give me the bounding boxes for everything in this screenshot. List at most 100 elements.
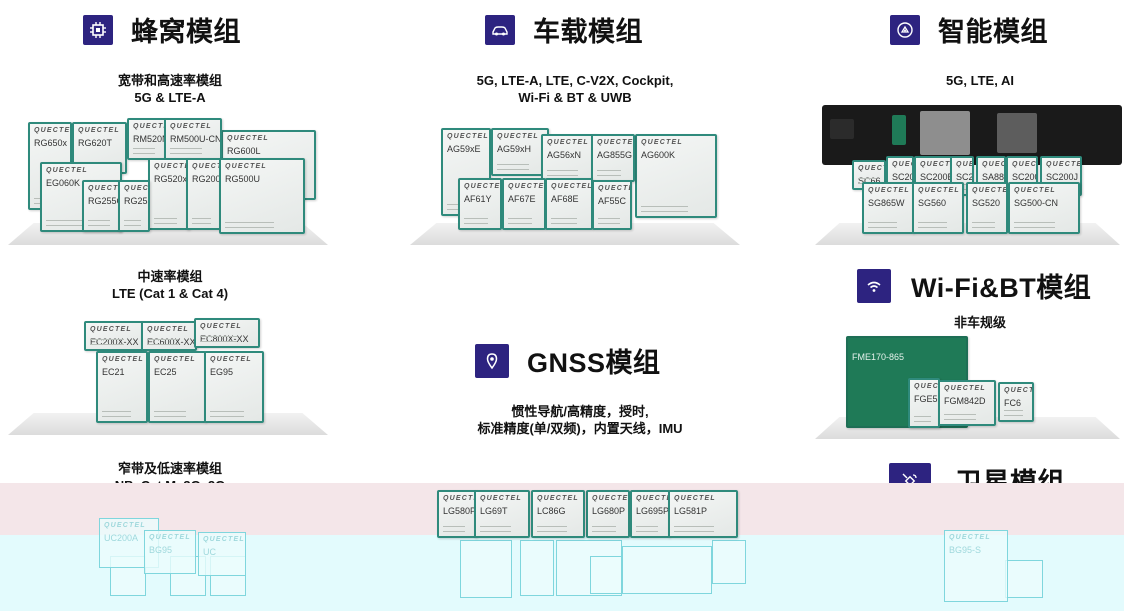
smart-caption: 5G, LTE, AI (900, 72, 1060, 89)
brand-label: QUECTEL (88, 185, 120, 192)
module-model-label: AF61Y (464, 194, 492, 204)
brand-label: QUECTEL (227, 135, 269, 142)
module-model-label: LG580P (443, 506, 477, 516)
brand-label: QUECTEL (78, 127, 120, 134)
module-model-label: UC200A (104, 533, 139, 543)
module-model-label: EC800X-XX (200, 334, 249, 344)
brand-label: QUECTEL (464, 183, 502, 190)
module-fine-print (1004, 410, 1024, 416)
module-chip: QUECTEL FGM842D (938, 380, 996, 426)
brand-label: QUECTEL (1014, 187, 1056, 194)
module-fine-print (914, 416, 931, 422)
mid-speed-line1: 中速率模组 (137, 269, 203, 284)
module-fine-print (464, 218, 488, 224)
location-pin-icon (475, 343, 509, 378)
module-chip: QUECTELFC6 (998, 382, 1034, 422)
module-fine-print (102, 411, 131, 417)
brand-label: QUECTEL (447, 133, 489, 140)
module-chip: QUECTELSG520 (966, 182, 1008, 234)
module-model-label: FGM842D (944, 396, 986, 406)
module-fine-print (868, 222, 897, 228)
module-model-label: RG520x (154, 174, 188, 184)
brand-label: QUECTEL (34, 127, 72, 134)
wifi-bt-title: Wi-Fi&BT模组 (911, 273, 1092, 303)
module-model-label: AG600K (641, 150, 676, 160)
board-connector (892, 115, 906, 145)
module-fine-print (592, 526, 616, 532)
module-model-label: EC21 (102, 367, 125, 377)
cellular-title: 蜂窝模组 (131, 17, 241, 47)
brand-label: QUECTEL (154, 356, 196, 363)
low-speed-line1: 窄带及低速率模组 (117, 461, 222, 476)
module-fine-print (1014, 222, 1055, 228)
module-chip: QUECTEL EC200X-XX (84, 321, 144, 351)
module-chip: QUECTELRG255C-GL (82, 180, 122, 232)
module-model-label: AG59xH (497, 144, 532, 154)
module-model-label: SC66 (858, 176, 881, 186)
brand-label: QUECTEL (597, 139, 635, 146)
brand-label: QUECTEL (641, 139, 683, 146)
brand-label: QUECTEL (90, 326, 132, 333)
automotive-line2: Wi-Fi & BT & UWB (518, 90, 632, 105)
cellular-header: 蜂窝模组 (83, 10, 241, 49)
brand-label: QUECTEL (551, 183, 593, 190)
module-model-label: SA885-W (982, 172, 1005, 182)
automotive-caption: 5G, LTE-A, LTE, C-V2X, Cockpit, Wi-Fi & … (445, 72, 705, 106)
module-model-label: SC200J (1046, 172, 1079, 182)
module-fine-print (210, 411, 244, 417)
module-model-label: SG500-CN (1014, 198, 1059, 208)
module-chip: QUECTELFGE576Q (908, 378, 940, 428)
module-model-label: LG680P (592, 506, 626, 516)
module-chip: QUECTEL AG600K (635, 134, 717, 218)
wifi-bt-header: Wi-Fi&BT模组 (857, 266, 1091, 305)
brand-label: QUECTEL (547, 139, 589, 146)
module-fine-print (46, 220, 93, 226)
module-fine-print (547, 170, 579, 176)
brand-label: QUECTEL (972, 187, 1008, 194)
brand-label: QUECTEL (956, 161, 974, 168)
module-model-label: SC200E (920, 172, 952, 182)
module-model-label: RG200U-CN (192, 174, 220, 184)
brand-label: QUECTEL (508, 183, 546, 190)
module-model-label: LC86G (537, 506, 566, 516)
module-model-label: RG620T (78, 138, 113, 148)
automotive-header: 车载模组 (485, 10, 643, 49)
module-fine-print (90, 339, 124, 345)
module-fine-print (192, 218, 212, 224)
gnss-title: GNSS模组 (527, 348, 661, 378)
module-fine-print (170, 148, 203, 154)
module-chip: QUECTELLG695P (630, 490, 670, 538)
board-chip (997, 113, 1037, 153)
brand-label: QUECTEL (497, 133, 539, 140)
brand-label: QUECTEL (170, 123, 212, 130)
module-fine-print (480, 526, 512, 532)
module-fine-print (551, 218, 578, 224)
module-model-label: EC200X-XX (90, 337, 139, 347)
brand-label: QUECTEL (147, 326, 189, 333)
module-fine-print (508, 218, 532, 224)
brand-label: QUECTEL (154, 163, 188, 170)
brand-label: QUECTEL (892, 161, 912, 168)
module-chip: QUECTELAF55C (592, 180, 632, 230)
brand-label: QUECTEL (46, 167, 88, 174)
module-model-label: FME170-865 (852, 352, 905, 362)
faded-module-outline (590, 556, 622, 594)
brand-label: QUECTEL (944, 385, 986, 392)
brand-label: QUECTEL (598, 185, 630, 192)
module-fine-print (133, 148, 155, 154)
brand-label: QUECTEL (443, 495, 475, 502)
brand-label: QUECTEL (104, 522, 146, 529)
module-model-label: LG581P (674, 506, 708, 516)
brand-label: QUECTEL (914, 383, 940, 390)
